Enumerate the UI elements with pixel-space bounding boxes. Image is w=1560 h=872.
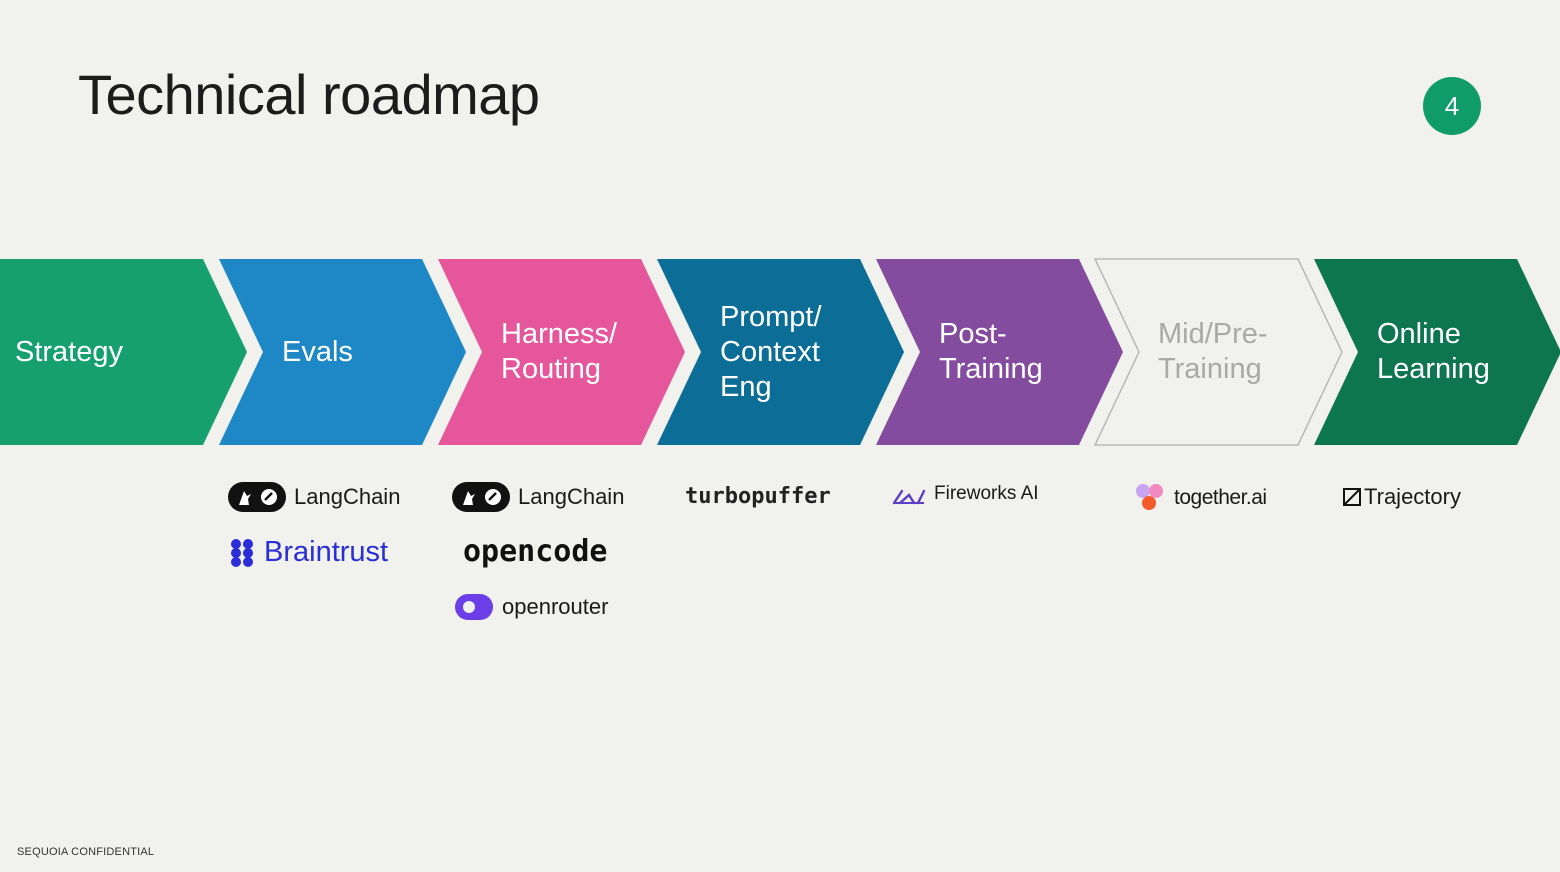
braintrust-icon (231, 538, 253, 567)
openrouter-icon (455, 594, 493, 620)
openrouter-logo: openrouter (454, 592, 608, 622)
chevron-6 (1093, 258, 1343, 446)
langchain-logo-harness: LangChain (452, 482, 624, 512)
trajectory-icon (1343, 488, 1361, 506)
braintrust-wordmark: Braintrust (264, 536, 389, 568)
opencode-wordmark: opencode (463, 534, 608, 569)
chevron-label-1: Strategy (15, 335, 123, 368)
langchain-icon (452, 482, 510, 512)
chevron-label-2: Evals (282, 335, 353, 368)
together-logo: together.ai (1134, 482, 1267, 514)
braintrust-logo: Braintrust (228, 536, 388, 569)
chevron-2 (219, 259, 466, 445)
langchain-icon (228, 482, 286, 512)
chevron-5 (876, 259, 1123, 445)
trajectory-logo: Trajectory (1342, 484, 1461, 510)
chevron-label-4: Prompt/ Context Eng (720, 300, 822, 403)
fireworks-logo: Fireworks AI (892, 483, 1039, 505)
chevron-label-3: Harness/ Routing (501, 318, 618, 385)
turbopuffer-wordmark: turbopuffer (685, 484, 831, 509)
slide-title: Technical roadmap (78, 63, 540, 126)
opencode-logo: opencode (463, 534, 608, 569)
chevron-label-5: Post- Training (939, 318, 1043, 385)
langchain-wordmark: LangChain (518, 484, 625, 509)
fireworks-icon (892, 489, 926, 505)
confidential-footer: SEQUOIA CONFIDENTIAL (17, 846, 155, 858)
together-wordmark: together.ai (1174, 486, 1267, 509)
chevron-label-7: Online Learning (1377, 318, 1490, 385)
trajectory-wordmark: Trajectory (1364, 484, 1461, 509)
page-number-badge: 4 (1423, 77, 1481, 135)
openrouter-wordmark: openrouter (502, 594, 609, 619)
langchain-wordmark: LangChain (294, 484, 401, 509)
chevron-7 (1314, 259, 1560, 445)
fireworks-wordmark: Fireworks AI (934, 483, 1039, 504)
chevron-1 (0, 259, 247, 445)
chevron-3 (438, 259, 685, 445)
chevron-4 (657, 259, 904, 445)
turbopuffer-logo: turbopuffer (685, 484, 831, 509)
chevron-label-6: Mid/Pre- Training (1158, 318, 1268, 385)
together-icon (1136, 484, 1163, 510)
langchain-logo-evals: LangChain (228, 482, 400, 512)
